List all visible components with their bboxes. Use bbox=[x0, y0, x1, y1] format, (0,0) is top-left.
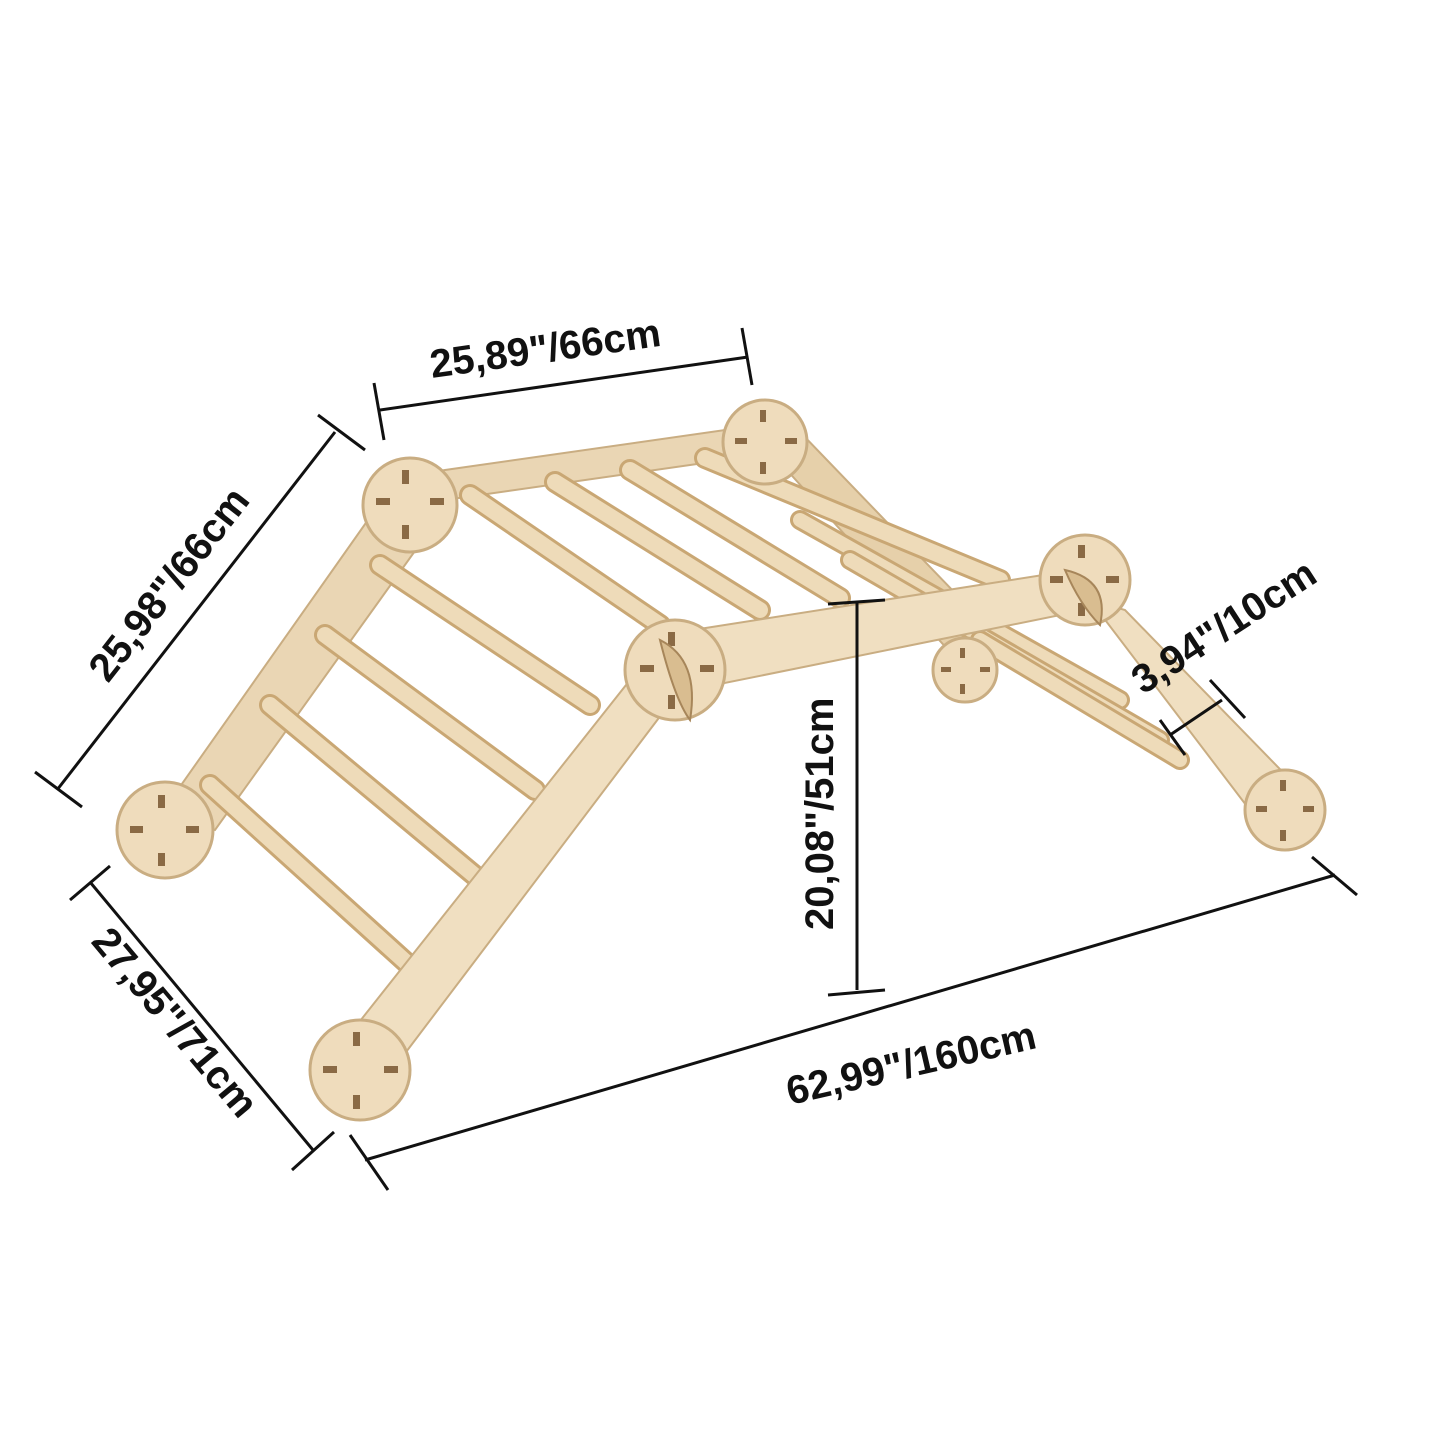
dim-line-top-width bbox=[379, 355, 749, 412]
dim-line-left-slant bbox=[55, 431, 337, 791]
label-left-slant: 25,98"/66cm bbox=[80, 479, 258, 689]
label-height: 20,08"/51cm bbox=[798, 698, 842, 930]
joint-top-left bbox=[361, 456, 459, 554]
label-rail-width: 3,94"/10cm bbox=[1124, 551, 1324, 702]
wedge-handle-right bbox=[1063, 568, 1103, 627]
dimension-lines bbox=[34, 327, 1358, 1191]
label-left-bottom: 27,95"/71cm bbox=[83, 920, 266, 1126]
front-left-leg bbox=[343, 678, 682, 1062]
round-joints bbox=[115, 398, 1327, 1122]
label-base-length: 62,99"/160cm bbox=[782, 1014, 1040, 1114]
joint-slots bbox=[130, 410, 1314, 1109]
joint-top-back-right bbox=[721, 398, 809, 486]
dim-line-rail-width bbox=[1169, 698, 1223, 737]
wedge-handle-left bbox=[658, 638, 693, 723]
climbing-triangle-illustration bbox=[115, 398, 1327, 1122]
joint-bottom-left-back bbox=[115, 780, 215, 880]
joint-bottom-right-front bbox=[1243, 768, 1327, 852]
joint-bottom-right-back bbox=[931, 636, 999, 704]
dim-line-left-bottom bbox=[88, 881, 315, 1151]
joint-bottom-left-front bbox=[308, 1018, 412, 1122]
dim-line-base-length bbox=[364, 873, 1336, 1162]
ladder-dowels bbox=[199, 554, 601, 986]
